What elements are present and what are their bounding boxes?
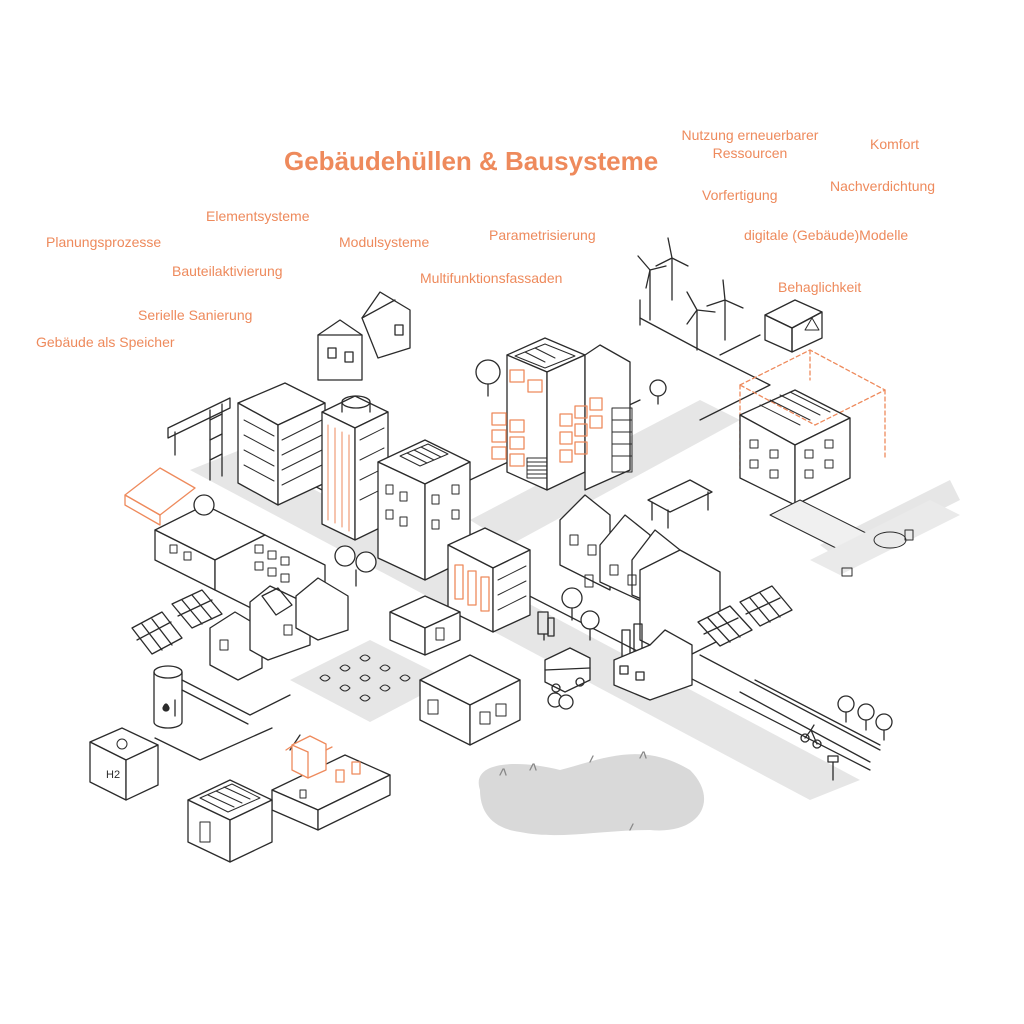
school-block bbox=[154, 494, 326, 616]
modular-units bbox=[271, 735, 391, 831]
house-flat-roof bbox=[389, 595, 461, 656]
term-line: Nutzung erneuerbarer bbox=[681, 127, 819, 143]
hydrogen-box bbox=[89, 727, 159, 801]
term-nachverdichtung: Nachverdichtung bbox=[830, 178, 936, 194]
term-vorfertigung: Vorfertigung bbox=[702, 187, 778, 203]
lake bbox=[478, 754, 705, 836]
term-gebaeude-als-speicher: Gebäude als Speicher bbox=[36, 334, 175, 350]
pipes bbox=[154, 679, 301, 761]
garden-plots bbox=[290, 640, 450, 722]
term-serielle-sanierung: Serielle Sanierung bbox=[138, 307, 253, 323]
term-bauteilaktivierung: Bauteilaktivierung bbox=[172, 263, 283, 279]
sports-court bbox=[769, 499, 960, 577]
houses-top bbox=[317, 291, 411, 381]
term-nutzung-erneuerbarer-ressourcen: Nutzung erneuerbarer Ressourcen bbox=[668, 126, 832, 162]
term-elementsysteme: Elementsysteme bbox=[206, 208, 310, 224]
lowrise-block-center bbox=[447, 527, 531, 633]
term-behaglichkeit: Behaglichkeit bbox=[778, 279, 862, 295]
wind-turbines bbox=[637, 237, 744, 351]
crane bbox=[167, 397, 231, 481]
delivery-van bbox=[544, 647, 591, 693]
solar-roof-building bbox=[187, 779, 273, 863]
term-line: Ressourcen bbox=[712, 145, 788, 161]
cyclist bbox=[800, 724, 839, 781]
grass-marks bbox=[499, 751, 647, 831]
office-block-left bbox=[237, 382, 326, 506]
houses-center bbox=[209, 577, 349, 681]
planning-outline bbox=[124, 467, 196, 526]
storage-box bbox=[764, 299, 823, 353]
ev-charger bbox=[537, 611, 555, 641]
townhouses bbox=[559, 494, 721, 661]
storage-tank bbox=[153, 665, 183, 729]
term-multifunktionsfassaden: Multifunktionsfassaden bbox=[420, 270, 563, 286]
lowrise-building-south bbox=[419, 654, 521, 746]
carport bbox=[647, 479, 713, 529]
term-komfort: Komfort bbox=[870, 136, 920, 152]
solar-panels-left bbox=[131, 589, 223, 655]
h2-label: H2 bbox=[106, 769, 120, 781]
term-modulsysteme: Modulsysteme bbox=[339, 234, 430, 250]
apartment-block-right bbox=[739, 389, 851, 506]
term-digitale-gebaeudemodelle: digitale (Gebäude)Modelle bbox=[744, 227, 909, 243]
trees bbox=[334, 359, 893, 741]
solar-panels-right bbox=[697, 585, 793, 647]
factory bbox=[613, 623, 693, 701]
term-planungsprozesse: Planungsprozesse bbox=[46, 234, 162, 250]
term-parametrisierung: Parametrisierung bbox=[489, 227, 596, 243]
diagram-title: Gebäudehüllen & Bausysteme bbox=[284, 146, 659, 176]
central-highrise bbox=[491, 337, 633, 491]
